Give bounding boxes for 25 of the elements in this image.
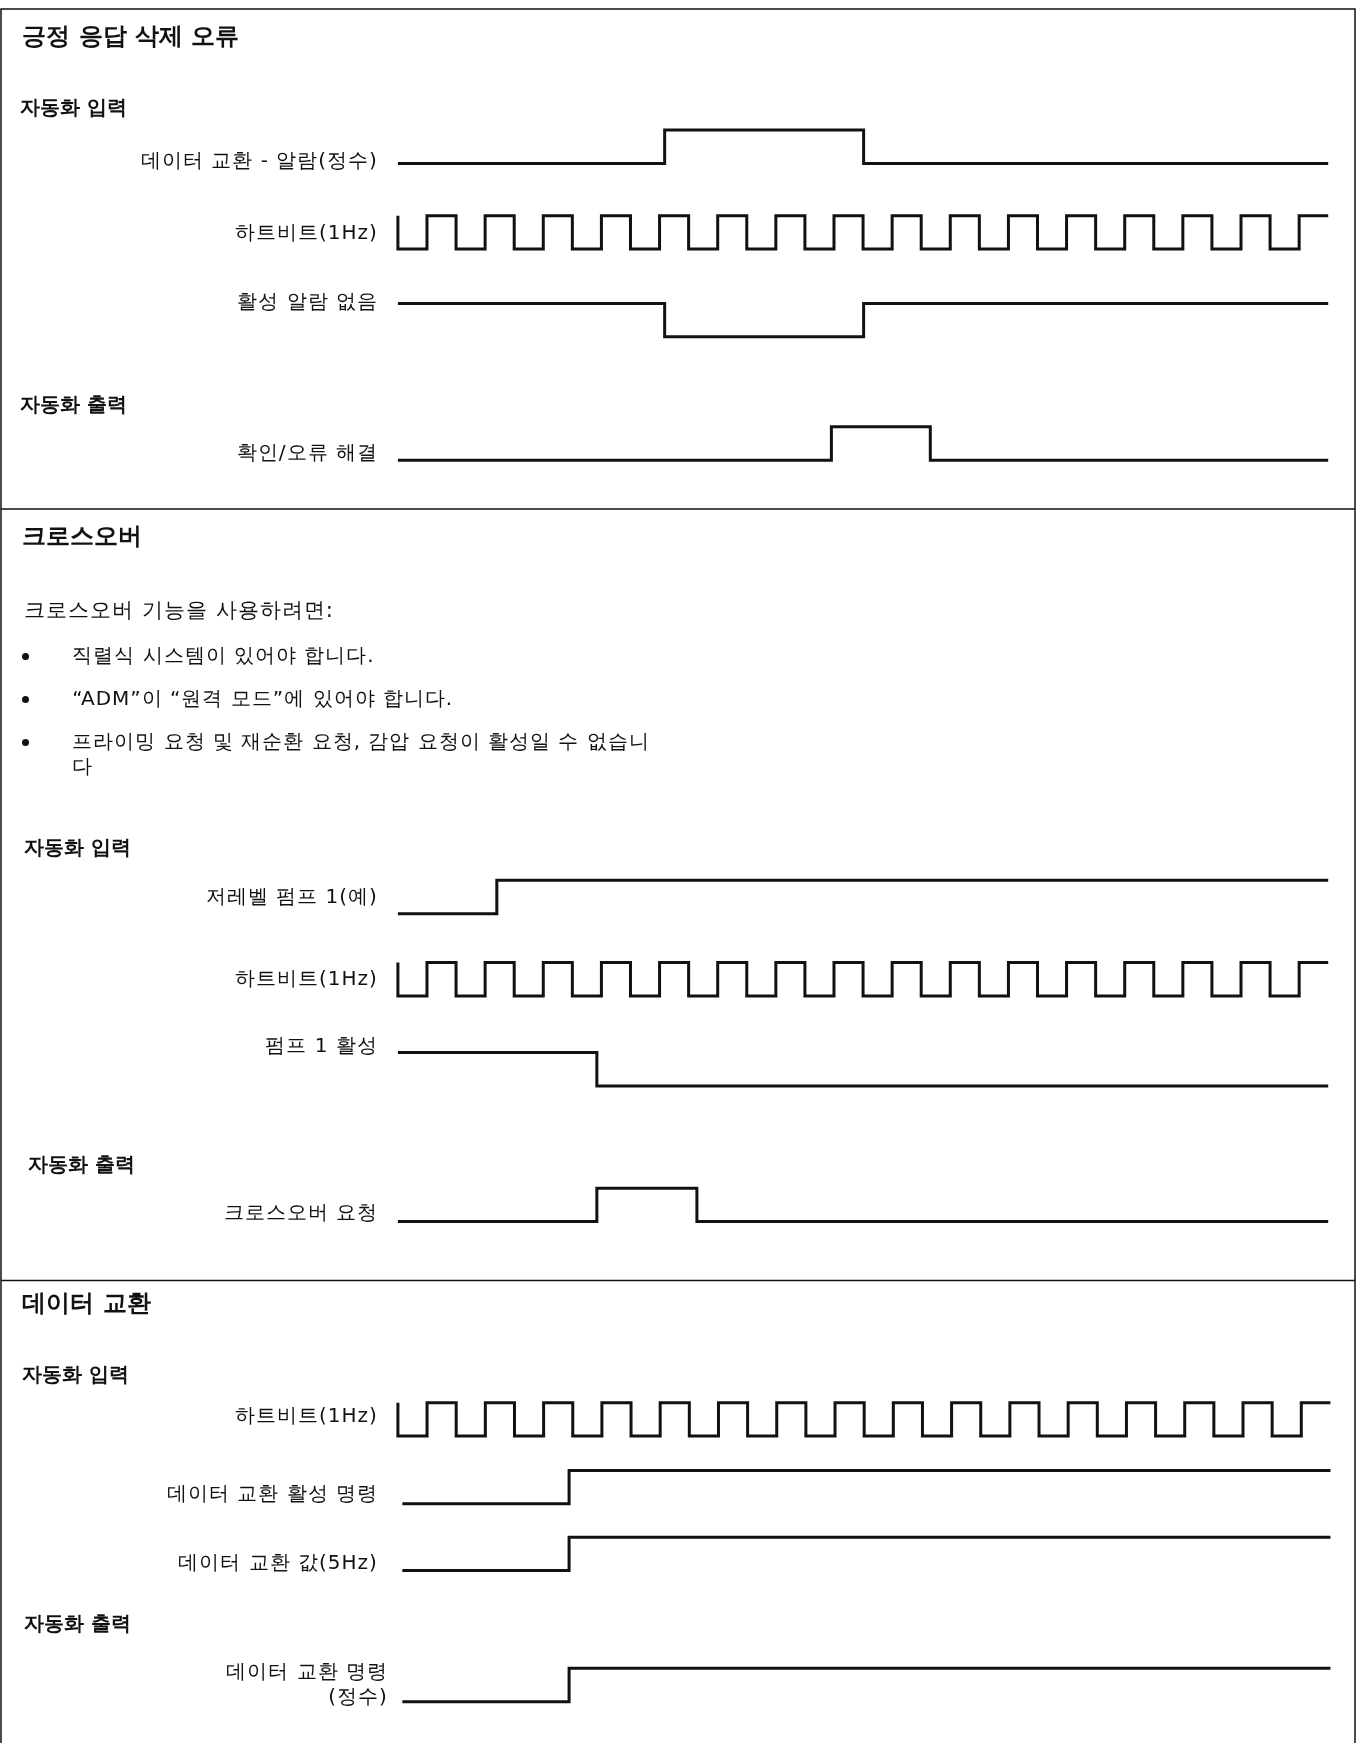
- signal-label: 펌프 1 활성: [265, 1032, 378, 1058]
- signal-label: 저레벨 펌프 1(예): [205, 883, 378, 909]
- list-item: “ADM”이 “원격 모드”에 있어야 합니다.: [72, 686, 454, 712]
- section-heading: 데이터 교환: [22, 1288, 151, 1319]
- signal-label: 활성 알람 없음: [237, 289, 378, 315]
- signal-label: 하트비트(1Hz): [235, 966, 378, 992]
- signal-label: 데이터 교환 활성 명령: [166, 1480, 378, 1506]
- signal-label: 하트비트(1Hz): [235, 220, 378, 246]
- signal-label: 데이터 교환 - 알람(정수): [141, 148, 378, 174]
- section-heading: 긍정 응답 삭제 오류: [22, 21, 240, 52]
- signal-label: 데이터 교환 값(5Hz): [178, 1549, 378, 1575]
- signal-label: 확인/오류 해결: [236, 440, 378, 466]
- group-heading: 자동화 출력: [20, 391, 127, 417]
- group-heading: 자동화 출력: [27, 1151, 135, 1177]
- group-heading: 자동화 입력: [20, 94, 127, 120]
- intro-text: 크로스오버 기능을 사용하려면:: [24, 596, 334, 623]
- section-heading: 크로스오버: [22, 521, 143, 552]
- list-item: 프라이밍 요청 및 재순환 요청, 감압 요청이 활성일 수 없습니다: [72, 729, 651, 780]
- group-heading: 자동화 출력: [24, 1610, 132, 1636]
- signal-label: 크로스오버 요청: [223, 1199, 378, 1225]
- group-heading: 자동화 입력: [24, 835, 132, 861]
- signal-label: 하트비트(1Hz): [235, 1403, 378, 1428]
- group-heading: 자동화 입력: [22, 1361, 130, 1387]
- signal-label: 데이터 교환 명령 (정수): [225, 1658, 388, 1709]
- list-item: 직렬식 시스템이 있어야 합니다.: [72, 642, 375, 668]
